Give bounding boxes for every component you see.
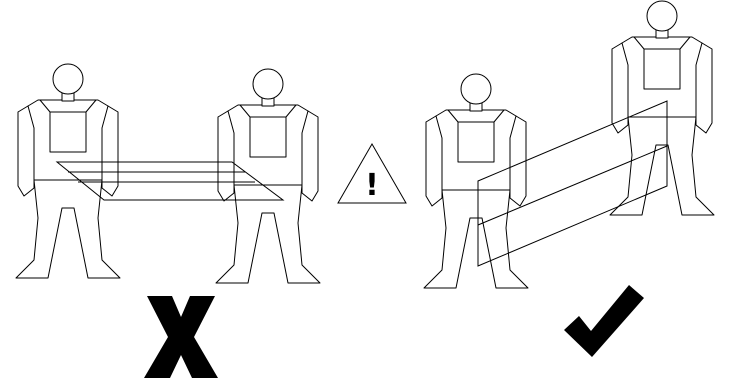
check-mark-icon	[564, 285, 644, 357]
correct-lifting-illustration	[424, 1, 714, 288]
warning-triangle-icon: !	[338, 144, 406, 203]
worker-figure	[610, 1, 714, 215]
cross-mark-icon	[144, 296, 218, 378]
incorrect-lifting-illustration	[16, 64, 320, 283]
worker-figure	[424, 74, 528, 288]
warning-glyph: !	[365, 168, 379, 203]
worker-figure	[216, 69, 320, 283]
